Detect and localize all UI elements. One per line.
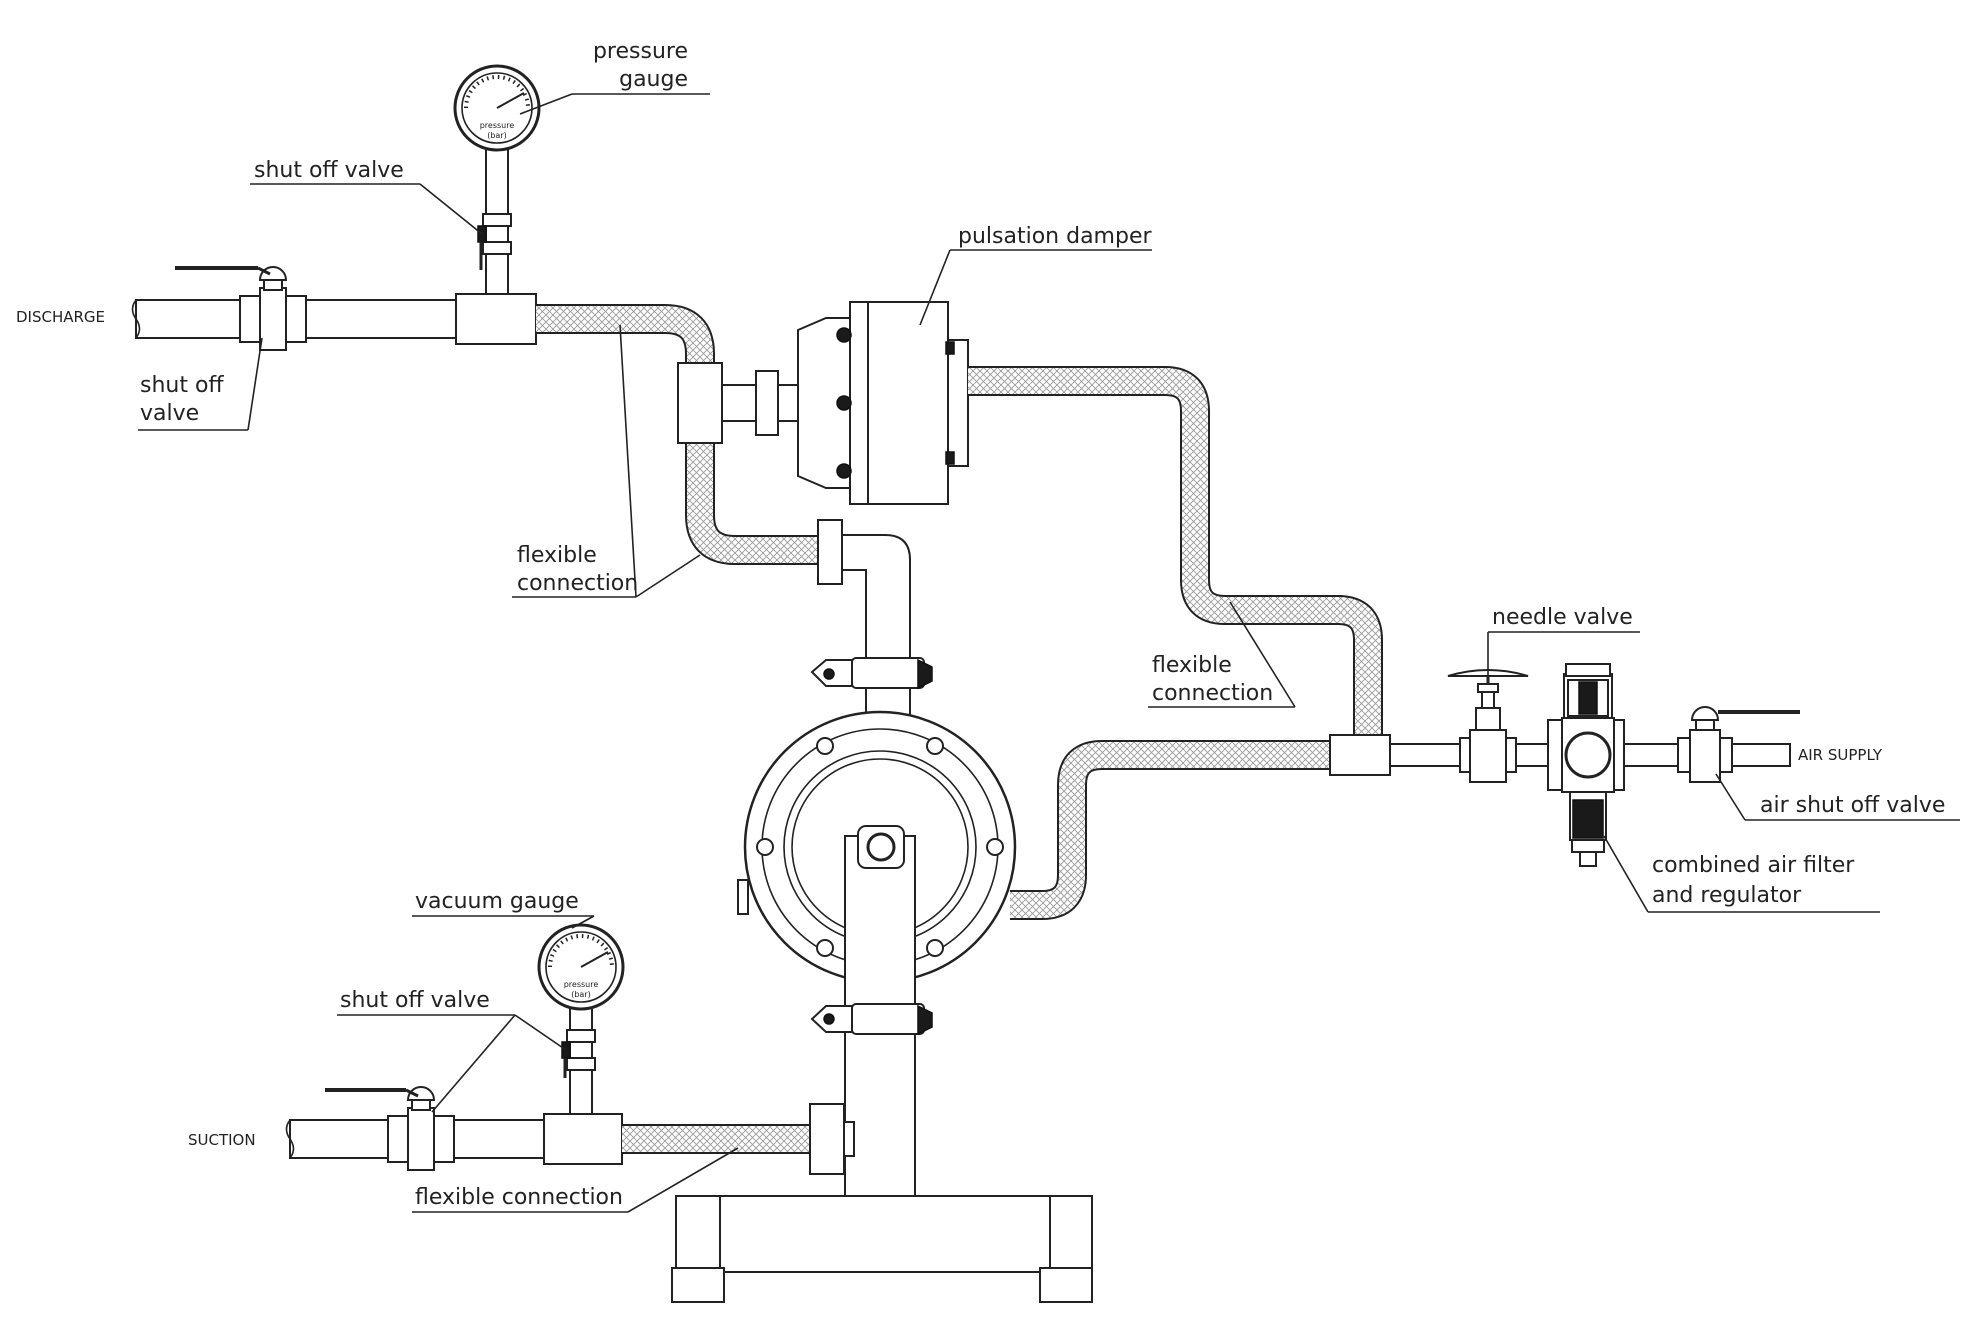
leader-lines (138, 93, 1960, 1213)
discharge-ball-valve (175, 266, 307, 351)
gauge-face-unit: (bar) (487, 131, 507, 140)
label-discharge: DISCHARGE (16, 308, 105, 326)
label-flexible-connection-bottom: flexible connection (415, 1185, 623, 1210)
gauge-face-text: pressure (564, 980, 599, 989)
label-needle-valve: needle valve (1492, 605, 1633, 630)
label-flexible-connection-mid: flexible (517, 543, 597, 568)
pressure-gauge: pressure (bar) (453, 64, 541, 152)
label-vacuum-gauge: vacuum gauge (415, 889, 579, 914)
pump-base (671, 1195, 1093, 1303)
vacuum-gauge-stem (561, 1007, 596, 1115)
discharge-tee (455, 293, 537, 345)
label-combined-air-filter-2: and regulator (1652, 883, 1802, 908)
air-shut-off-valve (1677, 706, 1800, 783)
damper-connection (677, 362, 799, 444)
label-flexible-connection-right: flexible (1152, 653, 1232, 678)
label-pressure-gauge-2: gauge (619, 67, 688, 92)
label-air-shut-off-valve: air shut off valve (1760, 793, 1945, 818)
label-shut-off-valve-left-2: valve (140, 401, 199, 426)
suction-flange (809, 1103, 855, 1175)
label-combined-air-filter: combined air filter (1652, 853, 1855, 878)
label-shut-off-valve-bottom: shut off valve (340, 988, 490, 1013)
needle-valve (1447, 669, 1529, 783)
suction-ball-valve (325, 1086, 455, 1171)
pulsation-damper (797, 301, 969, 505)
label-pulsation-damper: pulsation damper (958, 224, 1152, 249)
label-shut-off-valve-left: shut off (140, 373, 224, 398)
gauge-face-text: pressure (480, 121, 515, 130)
label-flexible-connection-right-2: connection (1152, 681, 1273, 706)
label-shut-off-valve-top: shut off valve (254, 158, 404, 183)
air-flexible-hose (1010, 740, 1330, 920)
pressure-gauge-stem (477, 147, 512, 295)
gauge-face-unit: (bar) (571, 990, 591, 999)
label-air-supply: AIR SUPPLY (1798, 746, 1883, 764)
label-suction: SUCTION (188, 1131, 256, 1149)
air-tee (1329, 734, 1391, 776)
damper-flexible-hose (968, 366, 1383, 741)
discharge-flexible-hose (536, 304, 818, 565)
label-pressure-gauge: pressure (593, 39, 688, 64)
pump-outlet-pipe (810, 519, 933, 751)
air-filter-regulator (1547, 663, 1625, 867)
vacuum-gauge: pressure (bar) (537, 923, 625, 1011)
suction-tee (543, 1113, 623, 1165)
label-flexible-connection-mid-2: connection (517, 571, 638, 596)
